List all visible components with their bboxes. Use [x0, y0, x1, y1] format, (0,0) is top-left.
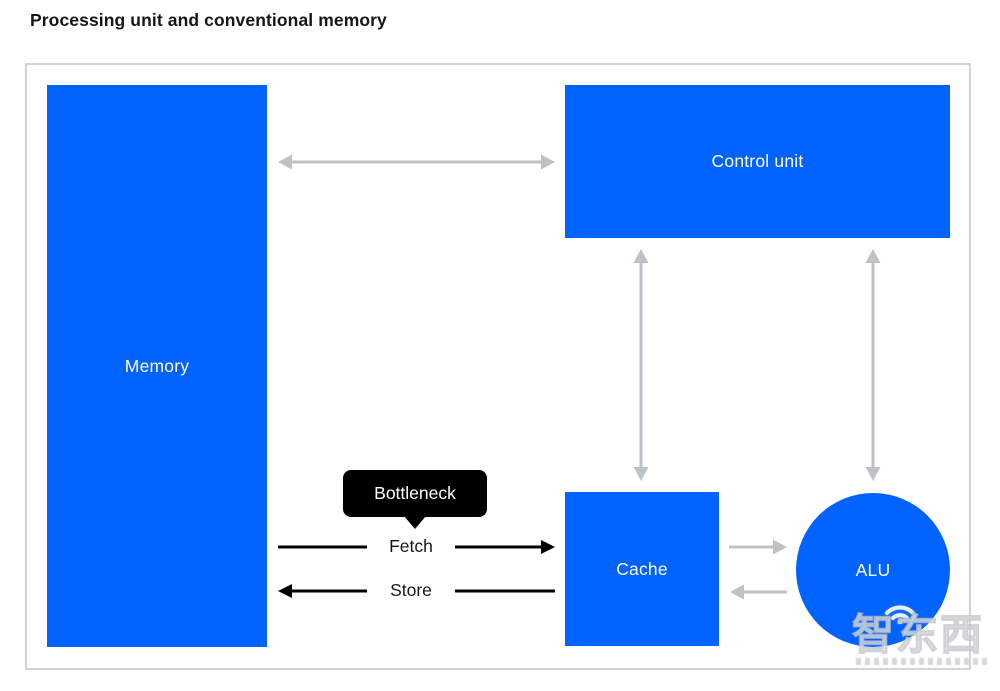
watermark-tagline — [856, 658, 988, 665]
node-cache: Cache — [565, 492, 719, 646]
alu-label: ALU — [855, 559, 891, 580]
bottleneck-label: Bottleneck — [374, 483, 456, 503]
tooltip-pointer-icon — [404, 516, 426, 529]
diagram-title: Processing unit and conventional memory — [30, 10, 387, 30]
fetch-label: Fetch — [389, 536, 433, 556]
node-alu: ALU — [796, 493, 950, 647]
control-unit-label: Control unit — [711, 151, 804, 171]
node-memory: Memory — [47, 85, 267, 647]
cache-label: Cache — [616, 558, 668, 579]
memory-label: Memory — [124, 355, 190, 376]
node-control-unit: Control unit — [565, 85, 950, 238]
bottleneck-tooltip: Bottleneck — [343, 470, 487, 517]
watermark: 智东西 — [851, 596, 997, 676]
watermark-text: 智东西 — [851, 610, 985, 659]
wifi-icon — [885, 605, 915, 624]
store-label: Store — [390, 580, 432, 600]
